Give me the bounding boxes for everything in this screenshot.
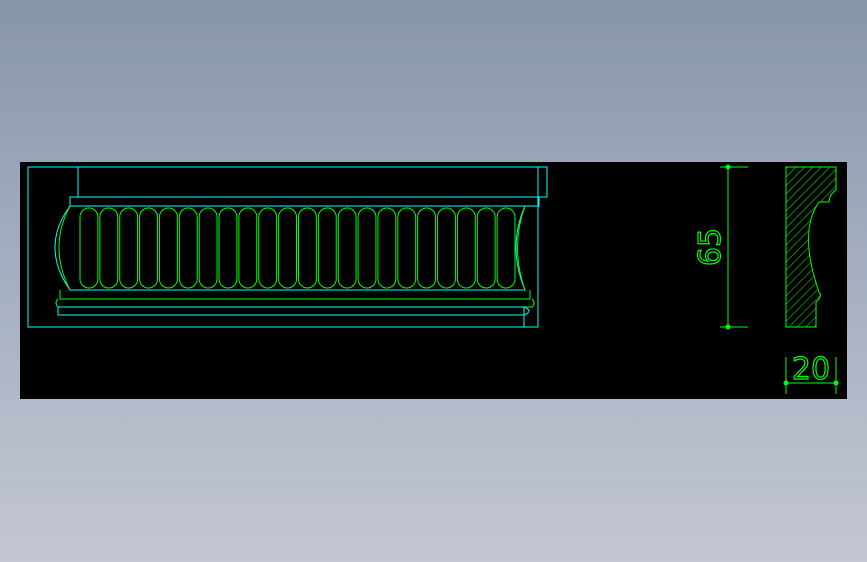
- flute: [158, 207, 178, 289]
- flute: [79, 207, 99, 289]
- flute: [178, 207, 198, 289]
- width-dimension-label: 20: [792, 352, 830, 387]
- flute: [337, 207, 357, 289]
- flutes-group: [58, 205, 526, 291]
- flute: [397, 207, 417, 289]
- flute: [456, 207, 476, 289]
- cad-viewport[interactable]: 65 20: [20, 162, 847, 399]
- flute: [198, 207, 218, 289]
- height-dim-dot-bottom: [725, 324, 731, 330]
- flute: [417, 207, 437, 289]
- height-dim-dot-top: [725, 164, 731, 170]
- lower-band-outline: [59, 290, 531, 300]
- flute: [437, 207, 456, 289]
- base-ogee: [523, 306, 530, 327]
- left-end-flute: [58, 205, 71, 291]
- molding-elevation: [27, 166, 548, 328]
- flute: [218, 207, 238, 289]
- flute: [476, 207, 496, 289]
- height-dimension-label: 65: [693, 228, 728, 266]
- width-dim-dot-left: [783, 380, 789, 386]
- cap-fillet: [69, 196, 540, 207]
- flute: [99, 207, 119, 289]
- section-profile: [785, 166, 837, 328]
- top-cap-band: [77, 166, 548, 198]
- height-dimension: 65: [692, 164, 748, 330]
- width-dimension: 20: [783, 351, 839, 394]
- elevation-outer-outline: [27, 166, 539, 328]
- cad-drawing: 65 20: [27, 164, 839, 394]
- section-profile-shape: [785, 166, 837, 328]
- base-band: [57, 306, 525, 316]
- width-dim-dot-right: [833, 380, 839, 386]
- flute: [238, 207, 258, 289]
- flute: [278, 207, 297, 289]
- fluted-body-outline: [54, 205, 526, 291]
- flute: [139, 207, 158, 289]
- flute: [119, 207, 139, 289]
- flute: [298, 207, 317, 289]
- flute: [496, 207, 516, 289]
- flute: [258, 207, 278, 289]
- flute: [317, 207, 337, 289]
- lower-bead-outline: [55, 298, 535, 308]
- flute: [377, 207, 397, 289]
- flute: [357, 207, 377, 289]
- right-end-flute: [517, 205, 526, 291]
